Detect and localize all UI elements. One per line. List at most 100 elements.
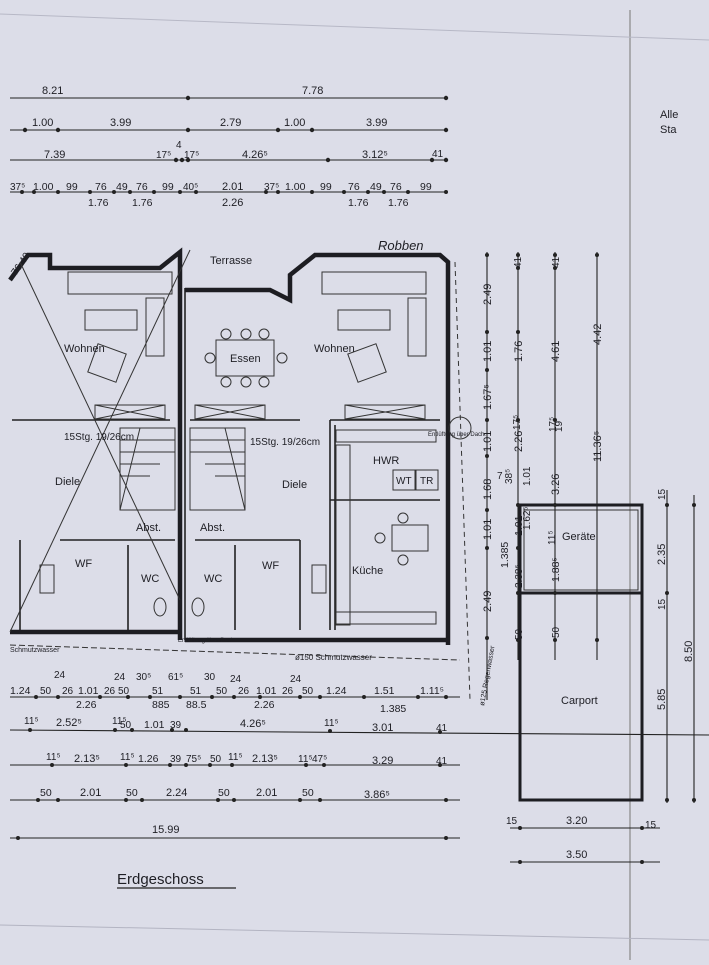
dim-top-r2-0: 1.00 (32, 117, 53, 129)
dim-bot-r2-8: 3.01 (372, 722, 393, 734)
dim-top-r3-4: 3.12⁵ (362, 149, 388, 161)
dim-bot-r2-1: 2.52⁵ (56, 717, 82, 729)
room-wf-right: WF (262, 560, 279, 572)
dim-right-c3-2: 17⁵ (548, 417, 559, 432)
dim-bot-r4-0: 50 (40, 787, 52, 799)
dim-top-r4-12: 76 (348, 181, 360, 193)
dim-right-c2-1: 1.76 (513, 341, 525, 362)
room-wc-right: WC (204, 573, 222, 585)
page-fold-line (0, 13, 709, 41)
dim-bot-r1-2: 26 (62, 686, 74, 697)
dim-bot-r3-12: 41 (436, 756, 448, 767)
dim-right-small-2: 11⁵ (547, 530, 558, 545)
dim-bot-r2-3: 50 (120, 720, 132, 731)
dim-top-r4sub-1: 1.76 (132, 197, 153, 209)
room-wohnen-right: Wohnen (314, 343, 355, 355)
dim-top-r4-11: 99 (320, 181, 332, 193)
dim-bot-r3-11: 3.29 (372, 755, 393, 767)
stairs-note-right: 15Stg. 19/26cm (250, 437, 320, 448)
dim-right-c1-0: 2.49 (482, 284, 494, 305)
note-schmutzwasser-right: ø150 Schmutzwasser (295, 653, 372, 662)
dim-right-c1-4: 1.68 (482, 479, 494, 500)
dim-right-small-3: 17⁵ (512, 415, 523, 430)
dim-bot-r1-0: 1.24 (10, 685, 31, 697)
dim-top-r3-small: 4 (176, 140, 182, 151)
dim-bot-r1-15: 1.11⁵ (420, 685, 444, 697)
dim-top-r4sub-3: 1.76 (348, 197, 369, 209)
dim-carport-w-2: 15 (645, 820, 657, 831)
bottom-dimension-chains: 24 24 30⁵ 61⁵ 30 24 24 1.24 50 26 1.01 2… (9, 670, 709, 864)
dim-bot-r1-12: 50 (302, 686, 314, 697)
dim-bot-r1sub-4: 1.385 (380, 703, 406, 715)
dim-top-r4-7: 40⁵ (183, 182, 198, 193)
dim-top-r2-4: 3.99 (366, 117, 387, 129)
dim-top-r3-3: 4.26⁵ (242, 149, 268, 161)
dim-bot-r1sub-1: 885 (152, 699, 170, 711)
room-labels: Terrasse Wohnen Wohnen Essen Diele Diele… (55, 255, 598, 707)
dim-right-c2-2: 2.26 (513, 431, 525, 452)
plan-title: Erdgeschoss (117, 871, 204, 888)
dim-bot-r3-4: 39 (170, 754, 182, 765)
dim-bot-r2-7: 11⁵ (324, 718, 339, 729)
dim-bot-r2-5: 39 (170, 720, 182, 731)
dim-carport-w-1: 3.20 (566, 815, 587, 827)
dim-bot-r2-0: 11⁵ (24, 716, 39, 727)
dim-bot-r4-7: 3.86⁵ (364, 789, 390, 801)
dim-bot-r1-14: 1.51 (374, 685, 395, 697)
room-kueche: Küche (352, 565, 383, 577)
dim-top-r2-1: 3.99 (110, 117, 131, 129)
dim-right-c5-2: 15 (657, 598, 668, 610)
dim-bot-top-0: 24 (54, 670, 66, 681)
dim-top-r4-8: 2.01 (222, 181, 243, 193)
dim-top-r4-0: 37⁵ (10, 182, 25, 193)
dim-bot-r3-6: 50 (210, 754, 222, 765)
dim-top-r4-1: 1.00 (33, 181, 54, 193)
dim-bot-r4-5: 2.01 (256, 787, 277, 799)
dim-bot-top-4: 30 (204, 672, 216, 683)
dim-right-c1-1: 1.01 (482, 341, 494, 362)
dim-bot-r4-2: 50 (126, 787, 138, 799)
label-tr: TR (420, 476, 433, 487)
room-hwr: HWR (373, 455, 399, 467)
dim-bot-r4-4: 50 (218, 787, 230, 799)
room-wc-left: WC (141, 573, 159, 585)
dim-right-c2-7: 50 (514, 628, 525, 640)
dim-right-c4-0: 4.42 (592, 324, 604, 345)
dim-right-small-0: 38⁵ (504, 469, 515, 484)
dim-right-c6-0: 8.50 (683, 641, 695, 662)
top-dimension-chains: 8.21 7.78 1.00 3.99 2.79 1.00 3.99 7.39 … (10, 85, 449, 209)
dim-bot-r3-0: 11⁵ (46, 752, 61, 763)
dim-bot-r3-1: 2.13⁵ (74, 753, 100, 765)
dim-bot-top-5: 24 (230, 674, 242, 685)
dim-bot-r1-7: 51 (190, 686, 202, 697)
dim-bot-r3-9: 11⁵ (298, 754, 313, 765)
dim-top-r3-0: 7.39 (44, 149, 65, 161)
dim-bot-top-6: 24 (290, 674, 302, 685)
room-wf-left: WF (75, 558, 92, 570)
dim-top-r4sub-0: 1.76 (88, 197, 109, 209)
dim-bot-r1-4: 26 (104, 686, 116, 697)
dim-right-c2-5: 1.62⁵ (522, 506, 533, 530)
dim-right-c1-5: 1.01 (482, 519, 494, 540)
dim-bot-r1-10: 1.01 (256, 685, 277, 697)
dim-bot-r1-9: 26 (238, 686, 250, 697)
dim-top-r1-0: 8.21 (42, 85, 63, 97)
note-schmutzwasser-left: Schmutzwasser (10, 647, 60, 654)
dim-top-r3-1: 17⁵ (156, 150, 171, 161)
dim-bot-r3-5: 75⁵ (186, 754, 201, 765)
dim-right-c2-4: 1.01 (513, 515, 525, 536)
dim-bot-r2-9: 41 (436, 723, 448, 734)
dim-bot-r1-1: 50 (40, 686, 52, 697)
dim-bot-r1sub-2: 88.5 (186, 699, 207, 711)
dim-bot-r3-7: 11⁵ (228, 752, 243, 763)
dim-top-r4-6: 99 (162, 181, 174, 193)
dim-top-r4sub-2: 2.26 (222, 197, 243, 209)
dim-bot-r1sub-3: 2.26 (254, 699, 275, 711)
right-dimension-chains: 2.49 1.01 1.67⁵ 1.01 1.68 1.01 2.49 41 1… (482, 252, 696, 803)
dim-right-small-4: 7 (497, 471, 503, 482)
dim-top-r3-5: 41 (432, 149, 444, 160)
dim-bot-r1-3: 1.01 (78, 685, 99, 697)
dim-bot-r1-5: 50 (118, 686, 130, 697)
dim-right-c1-3: 1.01 (482, 431, 494, 452)
room-terrasse: Terrasse (210, 255, 252, 267)
